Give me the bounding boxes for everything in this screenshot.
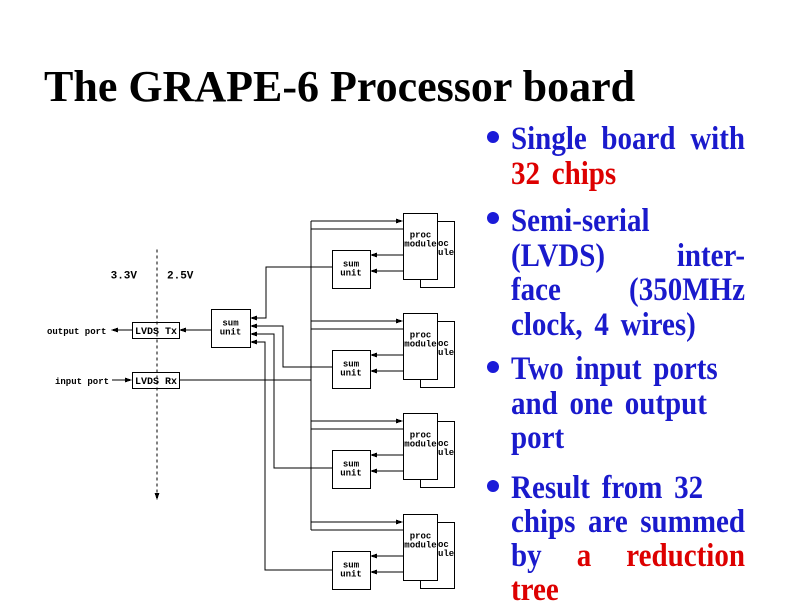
svg-text:sum: sum [343, 561, 360, 571]
svg-text:unit: unit [340, 269, 362, 279]
svg-text:unit: unit [340, 469, 362, 479]
svg-text:sum: sum [222, 319, 239, 329]
svg-text:sum: sum [343, 260, 360, 270]
svg-text:output port: output port [47, 327, 106, 337]
svg-text:3.3V: 3.3V [111, 271, 138, 283]
svg-text:module: module [404, 340, 436, 350]
svg-text:2.5V: 2.5V [167, 271, 194, 283]
svg-text:proc: proc [410, 231, 432, 241]
svg-text:LVDS Tx: LVDS Tx [135, 327, 177, 338]
svg-text:sum: sum [343, 360, 360, 370]
svg-text:proc: proc [410, 532, 432, 542]
svg-text:module: module [404, 541, 436, 551]
svg-text:LVDS Rx: LVDS Rx [135, 377, 177, 388]
svg-text:unit: unit [340, 369, 362, 379]
svg-text:sum: sum [343, 460, 360, 470]
svg-text:proc: proc [410, 331, 432, 341]
svg-text:module: module [404, 240, 436, 250]
svg-text:input port: input port [55, 377, 109, 387]
svg-text:proc: proc [410, 431, 432, 441]
svg-text:unit: unit [220, 328, 242, 338]
svg-text:unit: unit [340, 570, 362, 580]
svg-text:module: module [404, 440, 436, 450]
